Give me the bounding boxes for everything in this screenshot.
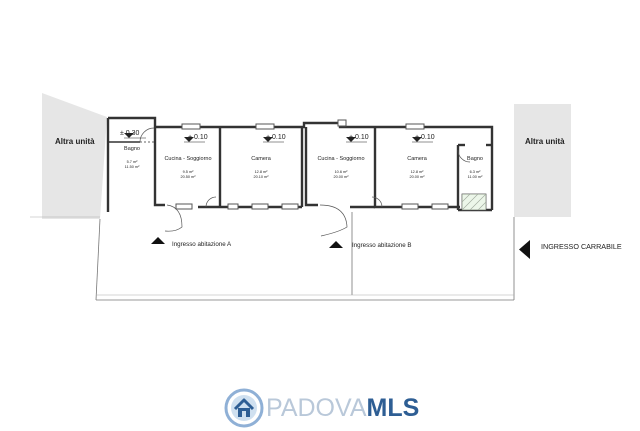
room-areas: 5.7 m² 11.50 m² 9.5 m² 20.50 m² 12.8 m² … [125, 160, 483, 179]
building-walls [106, 116, 494, 212]
courtyard-outline [30, 212, 515, 301]
neighbor-right-label: Altra unità [525, 137, 565, 146]
area-gross-camera-a: 20.10 m² [254, 175, 270, 179]
neighbor-left-label: Altra unità [55, 137, 95, 146]
room-name-cucina-a: Cucina - Soggiorno [164, 156, 211, 162]
entrance-b-label: Ingresso abitazione B [352, 242, 412, 249]
room-names: Bagno Cucina - Soggiorno Camera Cucina -… [124, 146, 483, 162]
brand-wordmark: PADOVAMLS [266, 394, 419, 423]
entrance-a-label: Ingresso abitazione A [172, 241, 232, 248]
area-gross-cucina-a: 20.50 m² [181, 175, 197, 179]
level-markers [124, 133, 422, 142]
area-net-bagno-a: 5.7 m² [127, 160, 138, 164]
level-cucina-b: + 0.10 [349, 134, 369, 141]
area-net-cucina-a: 9.5 m² [183, 170, 194, 174]
level-camera-a: + 0.10 [266, 134, 286, 141]
area-net-camera-b: 12.8 m² [411, 170, 425, 174]
area-net-camera-a: 12.8 m² [255, 170, 269, 174]
house-pin-icon [224, 388, 264, 428]
level-leaders [124, 137, 433, 143]
room-name-camera-b: Camera [407, 156, 428, 162]
room-name-bagno-a: Bagno [124, 146, 140, 152]
entrance-a-arrow [151, 237, 165, 244]
brand-wordmark-part1: PADOVA [266, 393, 367, 422]
area-gross-bagno-b: 11.00 m² [468, 175, 483, 179]
level-bagno-a: ± 0.30 [120, 130, 140, 137]
level-cucina-a: + 0.10 [188, 134, 208, 141]
brand-wordmark-part2: MLS [366, 393, 420, 422]
room-name-camera-a: Camera [251, 156, 272, 162]
room-name-cucina-b: Cucina - Soggiorno [317, 156, 364, 162]
area-gross-cucina-b: 20.00 m² [334, 175, 350, 179]
area-net-cucina-b: 10.6 m² [335, 170, 349, 174]
area-gross-bagno-a: 11.50 m² [125, 165, 140, 169]
entrance-b-arrow [329, 241, 343, 248]
facade-windows [175, 119, 449, 210]
area-net-bagno-b: 6.3 m² [470, 170, 481, 174]
area-gross-camera-b: 20.00 m² [410, 175, 426, 179]
carrabile-label: INGRESSO CARRABILE [541, 242, 622, 251]
level-camera-b: + 0.10 [415, 134, 435, 141]
brand-logo: PADOVAMLS [224, 385, 419, 431]
shower-hatch [461, 193, 487, 211]
neighbor-right-area [514, 104, 571, 217]
carrabile-arrow [519, 240, 530, 259]
neighbor-left-area [42, 93, 107, 219]
interior-doors [139, 127, 471, 237]
room-name-bagno-b: Bagno [467, 156, 483, 162]
